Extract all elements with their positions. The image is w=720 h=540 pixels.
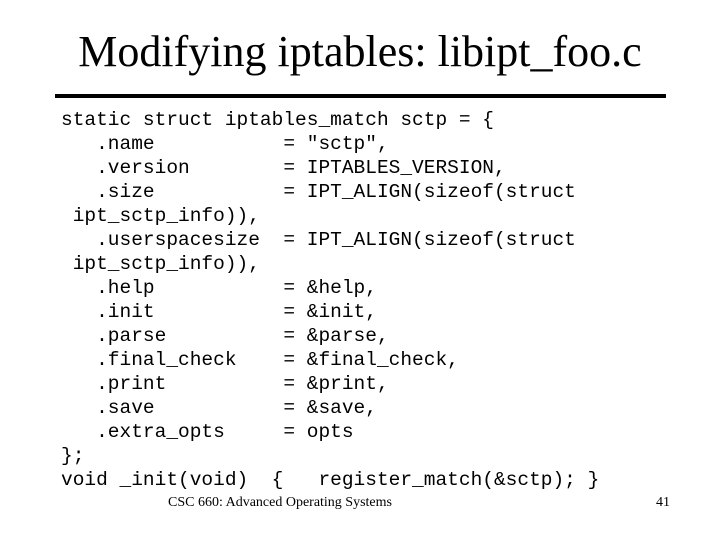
code-line: .save = &save, <box>61 397 377 419</box>
code-line: .parse = &parse, <box>61 325 389 347</box>
code-line: .final_check = &final_check, <box>61 349 459 371</box>
slide-footer: CSC 660: Advanced Operating Systems <box>168 495 392 510</box>
code-line: .userspacesize = IPT_ALIGN(sizeof(struct <box>61 229 576 251</box>
code-line: ipt_sctp_info)), <box>61 205 260 227</box>
code-line: static struct iptables_match sctp = { <box>61 109 494 131</box>
code-line: .extra_opts = opts <box>61 421 354 443</box>
code-line: }; <box>61 445 85 467</box>
code-line: .print = &print, <box>61 373 389 395</box>
code-line: .help = &help, <box>61 277 377 299</box>
code-line: .version = IPTABLES_VERSION, <box>61 157 506 179</box>
code-line: .name = "sctp", <box>61 133 389 155</box>
code-block: static struct iptables_match sctp = { .n… <box>61 108 599 492</box>
code-line: ipt_sctp_info)), <box>61 253 260 275</box>
page-number: 41 <box>656 495 670 510</box>
title-divider <box>55 94 666 98</box>
code-line: .init = &init, <box>61 301 377 323</box>
code-line: void _init(void) { register_match(&sctp)… <box>61 469 600 491</box>
code-line: .size = IPT_ALIGN(sizeof(struct <box>61 181 576 203</box>
slide-title: Modifying iptables: libipt_foo.c <box>78 27 642 76</box>
